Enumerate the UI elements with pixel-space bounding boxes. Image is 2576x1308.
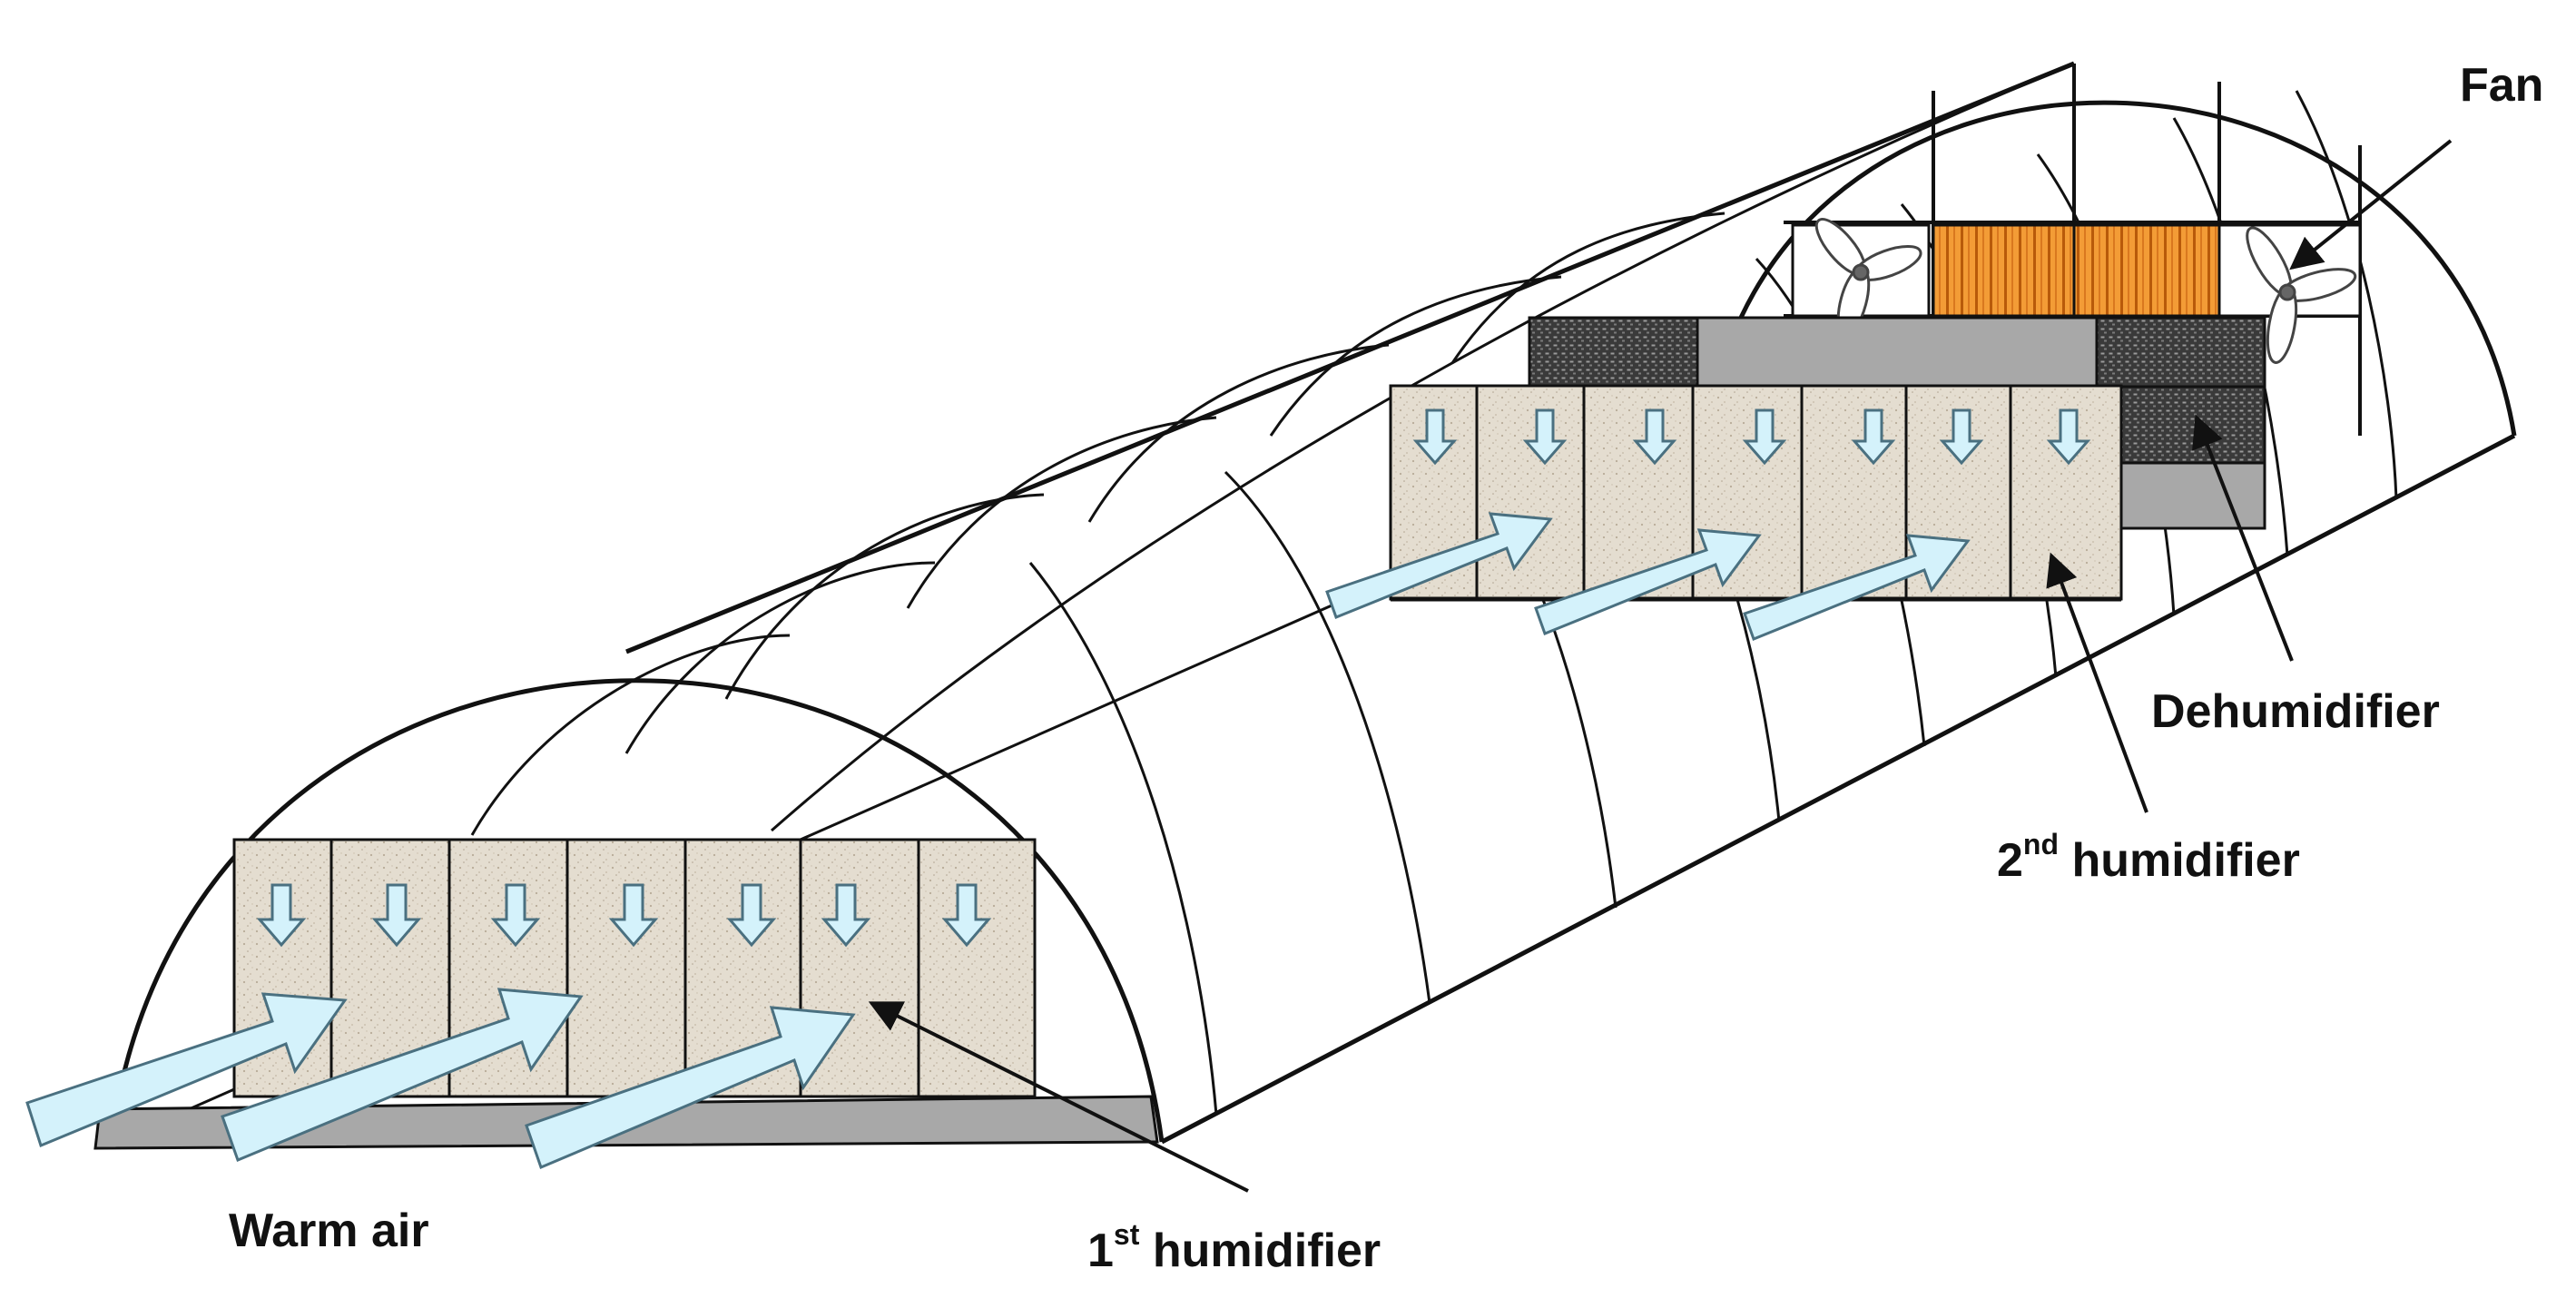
second-humidifier-label: 2nd humidifier <box>1997 828 2300 887</box>
first-humidifier <box>232 838 1037 1098</box>
second-humidifier-down-arrows <box>1412 408 2091 466</box>
fan-label: Fan <box>2460 59 2544 112</box>
first-humidifier-label: 1st humidifier <box>1087 1218 1381 1277</box>
second-humidifier-leader <box>2046 552 2148 813</box>
back-arch <box>1704 100 2517 441</box>
front-warm-air-arrows <box>25 988 856 1170</box>
front-arch <box>108 678 1165 1145</box>
first-humidifier-leader <box>868 1001 1249 1193</box>
leader-lines <box>868 139 2453 1193</box>
warm-air-label: Warm air <box>229 1205 429 1257</box>
fan-leader <box>2289 139 2453 270</box>
back-warm-air-arrows <box>1325 512 1971 641</box>
orange-panel <box>1932 223 2221 318</box>
dehumidifier-label: Dehumidifier <box>2151 685 2440 738</box>
dehumidifier-leader <box>2192 414 2294 662</box>
right-roof-line <box>771 62 2075 832</box>
ridge-line <box>625 61 2075 654</box>
first-humidifier-down-arrows <box>256 883 992 948</box>
fan-right <box>2217 223 2362 364</box>
right-bottom-edge <box>1160 433 2516 1145</box>
